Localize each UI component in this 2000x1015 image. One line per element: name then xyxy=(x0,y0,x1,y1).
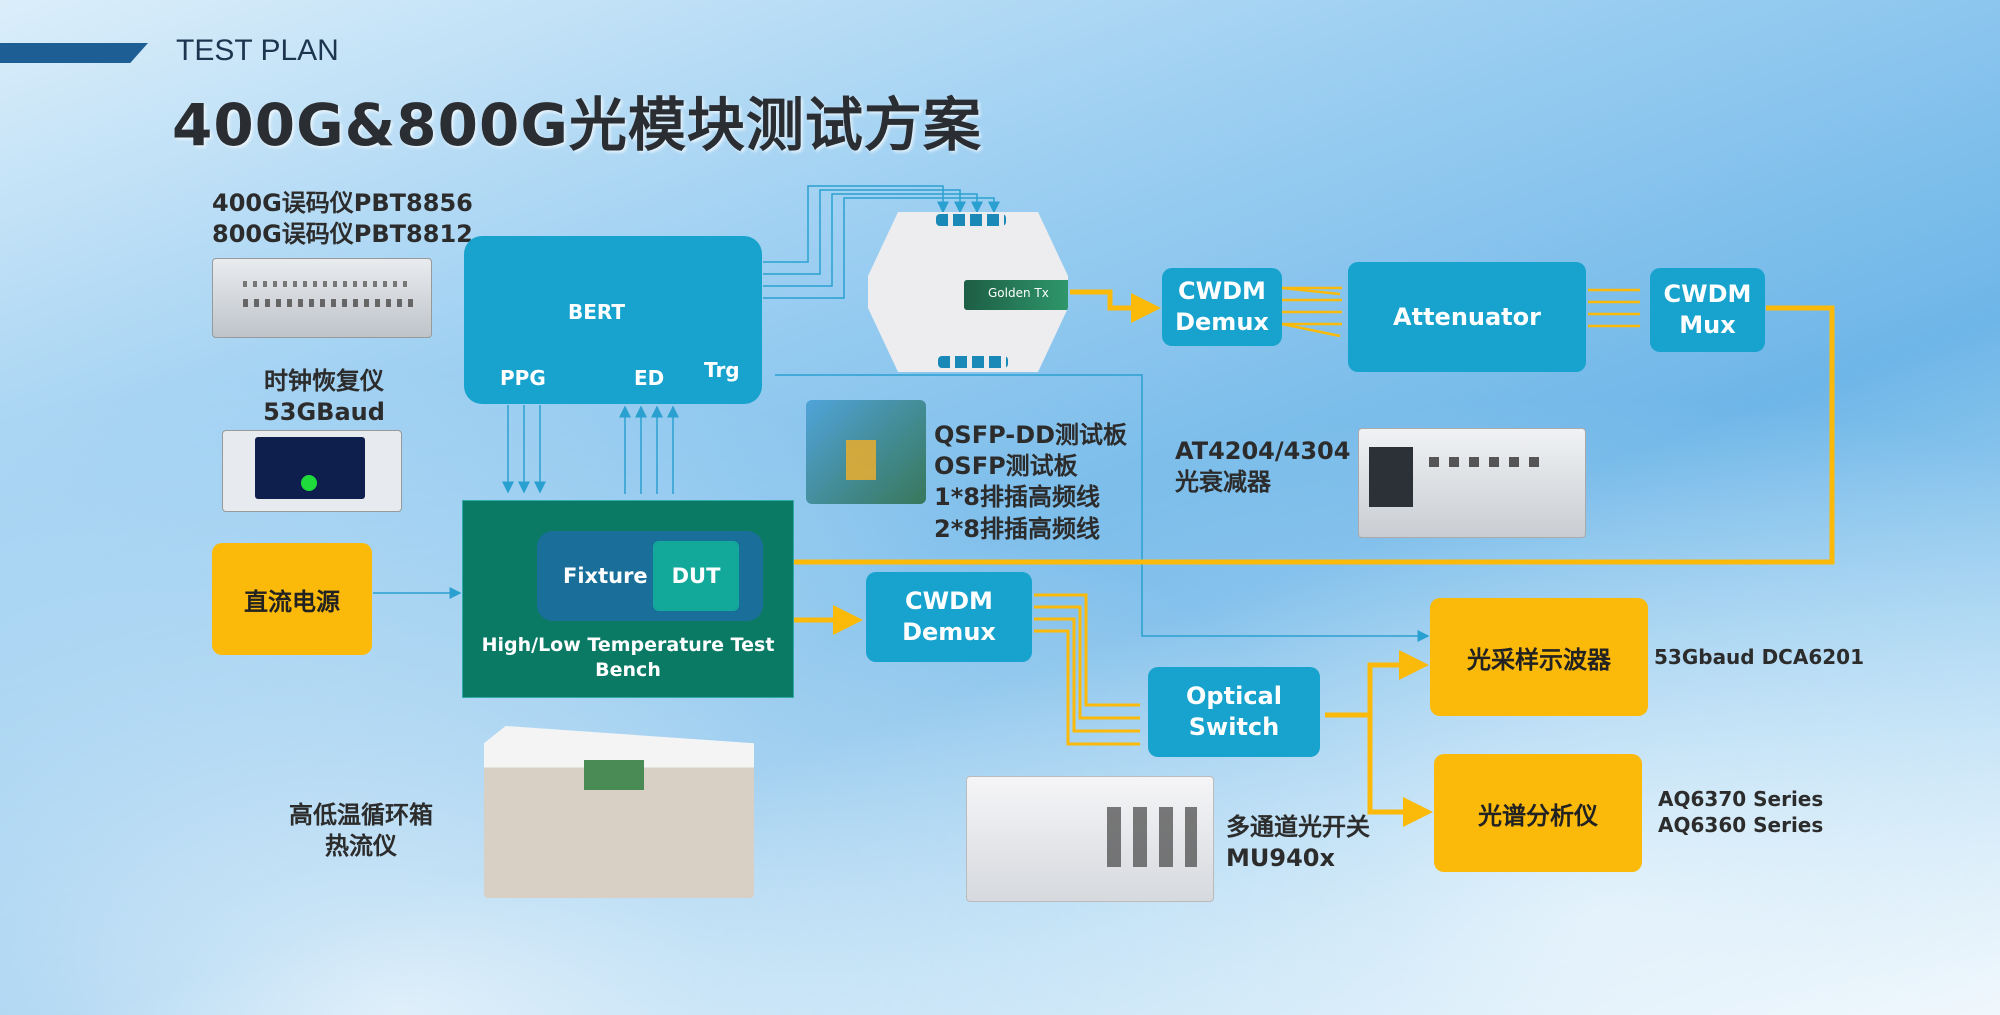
temperature-bench-box[interactable]: Fixture DUT High/Low Temperature Test Be… xyxy=(462,500,794,698)
dc-power-label: 直流电源 xyxy=(244,587,340,616)
cwdm-demux-top-box[interactable]: CWDM Demux xyxy=(1162,268,1282,346)
oscilloscope-box[interactable]: 光采样示波器 xyxy=(1430,598,1648,716)
cwdm-demux-bottom-box[interactable]: CWDM Demux xyxy=(866,572,1032,662)
fixture-label: Fixture xyxy=(563,564,648,588)
bert-label: BERT xyxy=(568,300,626,324)
thermal-label: 高低温循环箱 热流仪 xyxy=(289,801,433,861)
bert-models-label: 400G误码仪PBT8856 800G误码仪PBT8812 xyxy=(212,189,473,249)
optical-switch-image xyxy=(966,776,1214,902)
clock-recovery-image xyxy=(222,430,402,512)
page-subtitle: TEST PLAN xyxy=(176,34,339,67)
oscilloscope-label: 光采样示波器 xyxy=(1467,645,1611,674)
attenuator-instrument-image xyxy=(1358,428,1586,538)
attenuator-box[interactable]: Attenuator xyxy=(1348,262,1586,372)
dut-label: DUT xyxy=(671,564,721,588)
cwdm-demux-top-label: CWDM Demux xyxy=(1175,276,1269,336)
osa-model-label: AQ6370 Series AQ6360 Series xyxy=(1658,787,1824,837)
test-board-image xyxy=(806,400,926,504)
cwdm-mux-box[interactable]: CWDM Mux xyxy=(1650,268,1765,352)
cwdm-mux-label: CWDM Mux xyxy=(1663,279,1752,339)
switch-model-label: 多通道光开关 MU940x xyxy=(1226,813,1370,873)
golden-tx-label: Golden Tx xyxy=(988,286,1049,300)
bench-label: High/Low Temperature Test Bench xyxy=(481,634,775,681)
dc-power-box[interactable]: 直流电源 xyxy=(212,543,372,655)
ppg-label: PPG xyxy=(500,366,546,390)
golden-tx-board-image: Golden Tx xyxy=(868,212,1068,372)
header-accent-bar xyxy=(0,43,148,63)
page-title: 400G&800G光模块测试方案 xyxy=(172,91,982,159)
osa-label: 光谱分析仪 xyxy=(1478,801,1598,830)
bert-box[interactable]: BERT PPG ED Trg xyxy=(464,236,762,404)
ed-label: ED xyxy=(634,366,665,390)
golden-tx-top-connectors xyxy=(936,214,1006,226)
oscilloscope-model-label: 53Gbaud DCA6201 xyxy=(1654,645,1864,669)
cwdm-demux-bottom-label: CWDM Demux xyxy=(902,586,996,646)
dut-box[interactable]: DUT xyxy=(653,541,739,611)
test-boards-label: QSFP-DD测试板 OSFP测试板 1*8排插高频线 2*8排插高频线 xyxy=(934,421,1128,543)
attenuator-model-label: AT4204/4304 光衰减器 xyxy=(1175,437,1351,497)
optical-switch-label: Optical Switch xyxy=(1186,681,1282,741)
optical-switch-box[interactable]: Optical Switch xyxy=(1148,667,1320,757)
osa-box[interactable]: 光谱分析仪 xyxy=(1434,754,1642,872)
thermal-chamber-image xyxy=(484,726,754,898)
trg-label: Trg xyxy=(704,358,740,382)
bert-instrument-image xyxy=(212,258,432,338)
attenuator-label: Attenuator xyxy=(1393,303,1541,331)
golden-tx-bottom-connectors xyxy=(938,356,1008,368)
